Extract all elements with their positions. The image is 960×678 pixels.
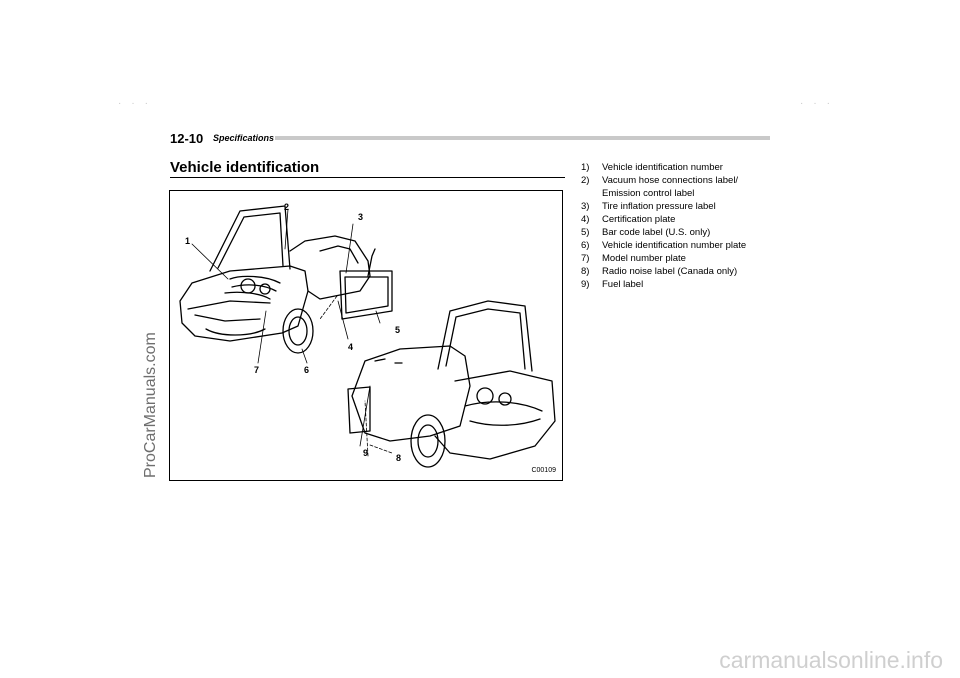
legend-text: Vehicle identification number plate <box>602 240 747 251</box>
callout-5: 5 <box>395 325 401 335</box>
legend-item: 1) Vehicle identification number <box>581 161 781 174</box>
callout-9: 9 <box>363 448 369 458</box>
vehicle-diagram: 1 2 3 4 5 6 7 8 9 C00109 <box>169 190 563 481</box>
legend-number: 8) <box>581 266 590 277</box>
legend-text: Radio noise label (Canada only) <box>602 266 738 277</box>
callout-3: 3 <box>358 212 364 222</box>
corner-mark-left: ··· <box>118 98 158 109</box>
legend-number: 4) <box>581 214 590 225</box>
legend-text: Tire inflation pressure label <box>602 201 716 212</box>
callout-6: 6 <box>304 365 310 375</box>
vehicle-illustration <box>179 205 556 468</box>
callout-2: 2 <box>284 202 290 212</box>
legend-number: 7) <box>581 253 590 264</box>
page-header: 12-10 Specifications <box>170 131 770 146</box>
legend-text: Fuel label <box>602 279 644 290</box>
legend-number: 3) <box>581 201 590 212</box>
callout-1: 1 <box>185 236 191 246</box>
legend-item: 7) Model number plate <box>581 252 781 265</box>
legend-text: Bar code label (U.S. only) <box>602 227 711 238</box>
legend-text: Certification plate <box>602 214 676 225</box>
leader-lines <box>191 208 393 457</box>
header-rule <box>275 136 770 140</box>
legend-item: 4) Certification plate <box>581 213 781 226</box>
legend-item: 8) Radio noise label (Canada only) <box>581 265 781 278</box>
page-number: 12-10 <box>170 131 204 146</box>
car-rear-view <box>347 300 556 468</box>
corner-mark-right: ··· <box>800 98 840 109</box>
watermark-bottom: carmanualsonline.info <box>719 647 943 673</box>
legend-item: 2) Vacuum hose connections label/ Emissi… <box>581 174 781 200</box>
section-name: Specifications <box>213 133 275 143</box>
callout-4: 4 <box>348 342 354 352</box>
figure-code: C00109 <box>531 467 556 474</box>
legend-list: 1) Vehicle identification number 2) Vacu… <box>581 161 781 291</box>
legend-number: 1) <box>581 162 590 173</box>
legend-number: 5) <box>581 227 590 238</box>
legend-text: Vacuum hose connections label/ <box>602 175 739 186</box>
legend-text: Vehicle identification number <box>602 162 723 173</box>
callout-8: 8 <box>396 453 402 463</box>
page-title: Vehicle identification <box>170 159 320 176</box>
car-front-view <box>179 205 393 354</box>
legend-number: 2) <box>581 175 590 186</box>
legend-number: 9) <box>581 279 590 290</box>
legend-number: 6) <box>581 240 590 251</box>
legend-text-continued: Emission control label <box>602 188 695 199</box>
legend-item: 3) Tire inflation pressure label <box>581 200 781 213</box>
title-rule <box>170 177 565 178</box>
legend-item: 5) Bar code label (U.S. only) <box>581 226 781 239</box>
watermark-side: ProCarManuals.com <box>142 332 159 478</box>
legend-item: 6) Vehicle identification number plate <box>581 239 781 252</box>
legend-text: Model number plate <box>602 253 686 264</box>
legend-item: 9) Fuel label <box>581 278 781 291</box>
callout-7: 7 <box>254 365 260 375</box>
